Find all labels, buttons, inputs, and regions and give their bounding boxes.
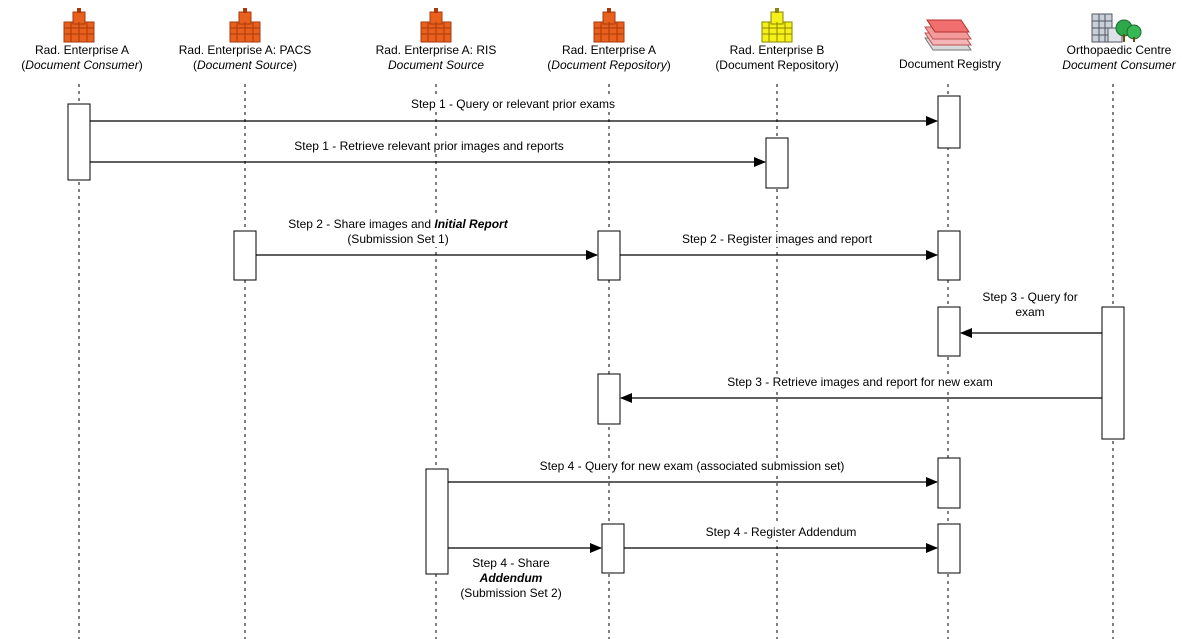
actor-name: Rad. Enterprise B — [729, 43, 825, 57]
message-label-step4-query: Step 4 - Query for new exam (associated … — [537, 459, 847, 474]
message-label-step2-register: Step 2 - Register images and report — [679, 232, 875, 247]
orange-building-icon — [593, 8, 625, 43]
actor-label-consumer-a: Rad. Enterprise A (Document Consumer) — [21, 43, 142, 73]
message-label-step4-register: Step 4 - Register Addendum — [703, 525, 859, 540]
activation-repository-a-step4 — [601, 523, 625, 574]
message-label-step3-query: Step 3 - Query for exam — [980, 290, 1080, 320]
actor-role-line: (Document Consumer) — [21, 58, 143, 72]
activation-registry-step4b — [937, 523, 961, 574]
actor-label-orthopaedic: Orthopaedic Centre Document Consumer — [1062, 43, 1175, 73]
actor-name: Orthopaedic Centre — [1066, 43, 1172, 57]
activation-consumer-a — [67, 103, 91, 181]
activation-registry-step1 — [937, 95, 961, 149]
actor-name: Rad. Enterprise A — [34, 43, 130, 57]
hospital-trees-icon — [1091, 13, 1142, 43]
activation-registry-step2 — [937, 230, 961, 281]
activation-orthopaedic-step3 — [1101, 306, 1125, 440]
actor-name: Rad. Enterprise A: PACS — [178, 43, 312, 57]
message-label-step1-retrieve: Step 1 - Retrieve relevant prior images … — [292, 139, 566, 154]
actor-label-ris: Rad. Enterprise A: RIS Document Source — [376, 43, 497, 73]
actor-role-line: Document Registry — [898, 57, 1002, 71]
actor-role-line: Document Source — [387, 58, 485, 72]
message-label-step2-share: Step 2 - Share images and Initial Report… — [286, 217, 510, 247]
orange-building-icon — [229, 8, 261, 43]
message-label-step1-query: Step 1 - Query or relevant prior exams — [408, 97, 618, 112]
activation-registry-step4a — [937, 457, 961, 509]
orange-building-icon — [420, 8, 452, 43]
actor-name: Rad. Enterprise A: RIS — [375, 43, 497, 57]
actor-label-repository-a: Rad. Enterprise A (Document Repository) — [547, 43, 670, 73]
activation-repository-a-step3 — [597, 373, 621, 425]
actor-role-line: (Document Repository) — [715, 58, 839, 72]
actor-label-pacs: Rad. Enterprise A: PACS (Document Source… — [179, 43, 312, 73]
message-arrows — [90, 116, 1102, 553]
message-label-step3-retrieve: Step 3 - Retrieve images and report for … — [725, 375, 995, 390]
activation-registry-step3 — [937, 306, 961, 357]
actor-label-repository-b: Rad. Enterprise B (Document Repository) — [715, 43, 838, 73]
actor-label-registry: Document Registry — [899, 57, 1001, 72]
folder-stack-icon — [924, 19, 972, 51]
activation-pacs-step2 — [233, 230, 257, 281]
yellow-building-icon — [761, 8, 793, 43]
activation-repository-b-step1 — [765, 137, 789, 189]
activation-repository-a-step2 — [597, 230, 621, 281]
actor-role-line: (Document Source) — [192, 58, 298, 72]
activation-ris-step4 — [425, 468, 449, 575]
orange-building-icon — [63, 8, 95, 43]
actor-name: Rad. Enterprise A — [561, 43, 657, 57]
message-label-step4-share: Step 4 - Share Addendum (Submission Set … — [458, 556, 564, 601]
actor-role-line: (Document Repository) — [547, 58, 671, 72]
actor-role-line: Document Consumer — [1062, 58, 1176, 72]
activation-boxes — [67, 95, 1125, 575]
